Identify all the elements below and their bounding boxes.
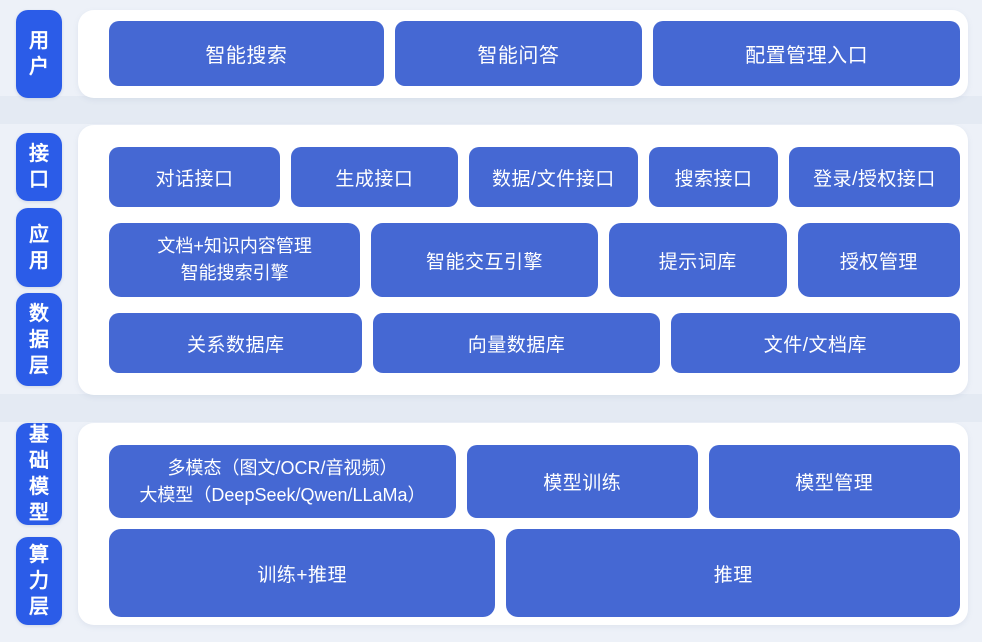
block-doc-knowledge-search-engine: 文档+知识内容管理 智能搜索引擎 xyxy=(109,223,361,297)
block-login-auth-api: 登录/授权接口 xyxy=(789,147,960,207)
bottom-label-column: 基础模型 算力层 xyxy=(16,423,62,625)
block-training-inference: 训练+推理 xyxy=(109,529,496,617)
layer-label-foundation-model-text: 基础模型 xyxy=(28,424,49,524)
layer-label-interface: 接口 xyxy=(16,133,62,201)
middle-panel: 对话接口 生成接口 数据/文件接口 搜索接口 登录/授权接口 文档+知识内容管理… xyxy=(78,125,968,395)
block-interactive-engine: 智能交互引擎 xyxy=(371,223,598,297)
layer-label-interface-text: 接口 xyxy=(28,143,49,191)
layer-label-application-text: 应用 xyxy=(28,223,49,272)
layer-label-compute: 算力层 xyxy=(16,537,62,625)
block-prompt-library: 提示词库 xyxy=(608,223,787,297)
section-foundation-model-compute: 基础模型 算力层 多模态（图文/OCR/音视频） 大模型（DeepSeek/Qw… xyxy=(16,423,968,625)
user-layer-label-column: 用户 xyxy=(16,10,62,98)
block-dialog-api: 对话接口 xyxy=(109,147,280,207)
block-model-management: 模型管理 xyxy=(708,445,960,518)
block-inference: 推理 xyxy=(506,529,960,617)
layer-label-compute-text: 算力层 xyxy=(28,544,49,618)
block-smart-search: 智能搜索 xyxy=(109,21,384,86)
compute-row: 训练+推理 推理 xyxy=(109,529,960,617)
layer-label-user-text: 用户 xyxy=(28,30,49,78)
block-auth-management: 授权管理 xyxy=(797,223,961,297)
section-user-layer: 用户 智能搜索 智能问答 配置管理入口 xyxy=(16,10,968,98)
layer-label-data: 数据层 xyxy=(16,293,62,386)
data-row: 关系数据库 向量数据库 文件/文档库 xyxy=(109,313,960,373)
block-generation-api: 生成接口 xyxy=(290,147,458,207)
block-multimodal-llm: 多模态（图文/OCR/音视频） 大模型（DeepSeek/Qwen/LLaMa） xyxy=(109,445,456,518)
block-smart-qa: 智能问答 xyxy=(394,21,643,86)
bottom-panel: 多模态（图文/OCR/音视频） 大模型（DeepSeek/Qwen/LLaMa）… xyxy=(78,423,968,625)
block-relational-db: 关系数据库 xyxy=(109,313,363,373)
layer-label-application: 应用 xyxy=(16,208,62,287)
user-layer-panel: 智能搜索 智能问答 配置管理入口 xyxy=(78,10,968,98)
block-vector-db: 向量数据库 xyxy=(373,313,660,373)
block-config-management-entry: 配置管理入口 xyxy=(653,21,960,86)
model-row: 多模态（图文/OCR/音视频） 大模型（DeepSeek/Qwen/LLaMa）… xyxy=(109,445,960,518)
layer-label-foundation-model: 基础模型 xyxy=(16,423,62,525)
application-row: 文档+知识内容管理 智能搜索引擎 智能交互引擎 提示词库 授权管理 xyxy=(109,223,961,297)
block-search-api: 搜索接口 xyxy=(648,147,779,207)
section-interface-application-data: 接口 应用 数据层 对话接口 生成接口 数据/文件接口 搜索接口 登录/授权接口… xyxy=(16,125,968,395)
interface-row: 对话接口 生成接口 数据/文件接口 搜索接口 登录/授权接口 xyxy=(109,147,960,207)
block-file-doc-store: 文件/文档库 xyxy=(670,313,960,373)
layer-label-user: 用户 xyxy=(16,10,62,98)
block-model-training: 模型训练 xyxy=(466,445,698,518)
user-layer-row: 智能搜索 智能问答 配置管理入口 xyxy=(109,21,960,86)
middle-label-column: 接口 应用 数据层 xyxy=(16,125,62,395)
block-data-file-api: 数据/文件接口 xyxy=(468,147,638,207)
layer-label-data-text: 数据层 xyxy=(28,302,49,377)
